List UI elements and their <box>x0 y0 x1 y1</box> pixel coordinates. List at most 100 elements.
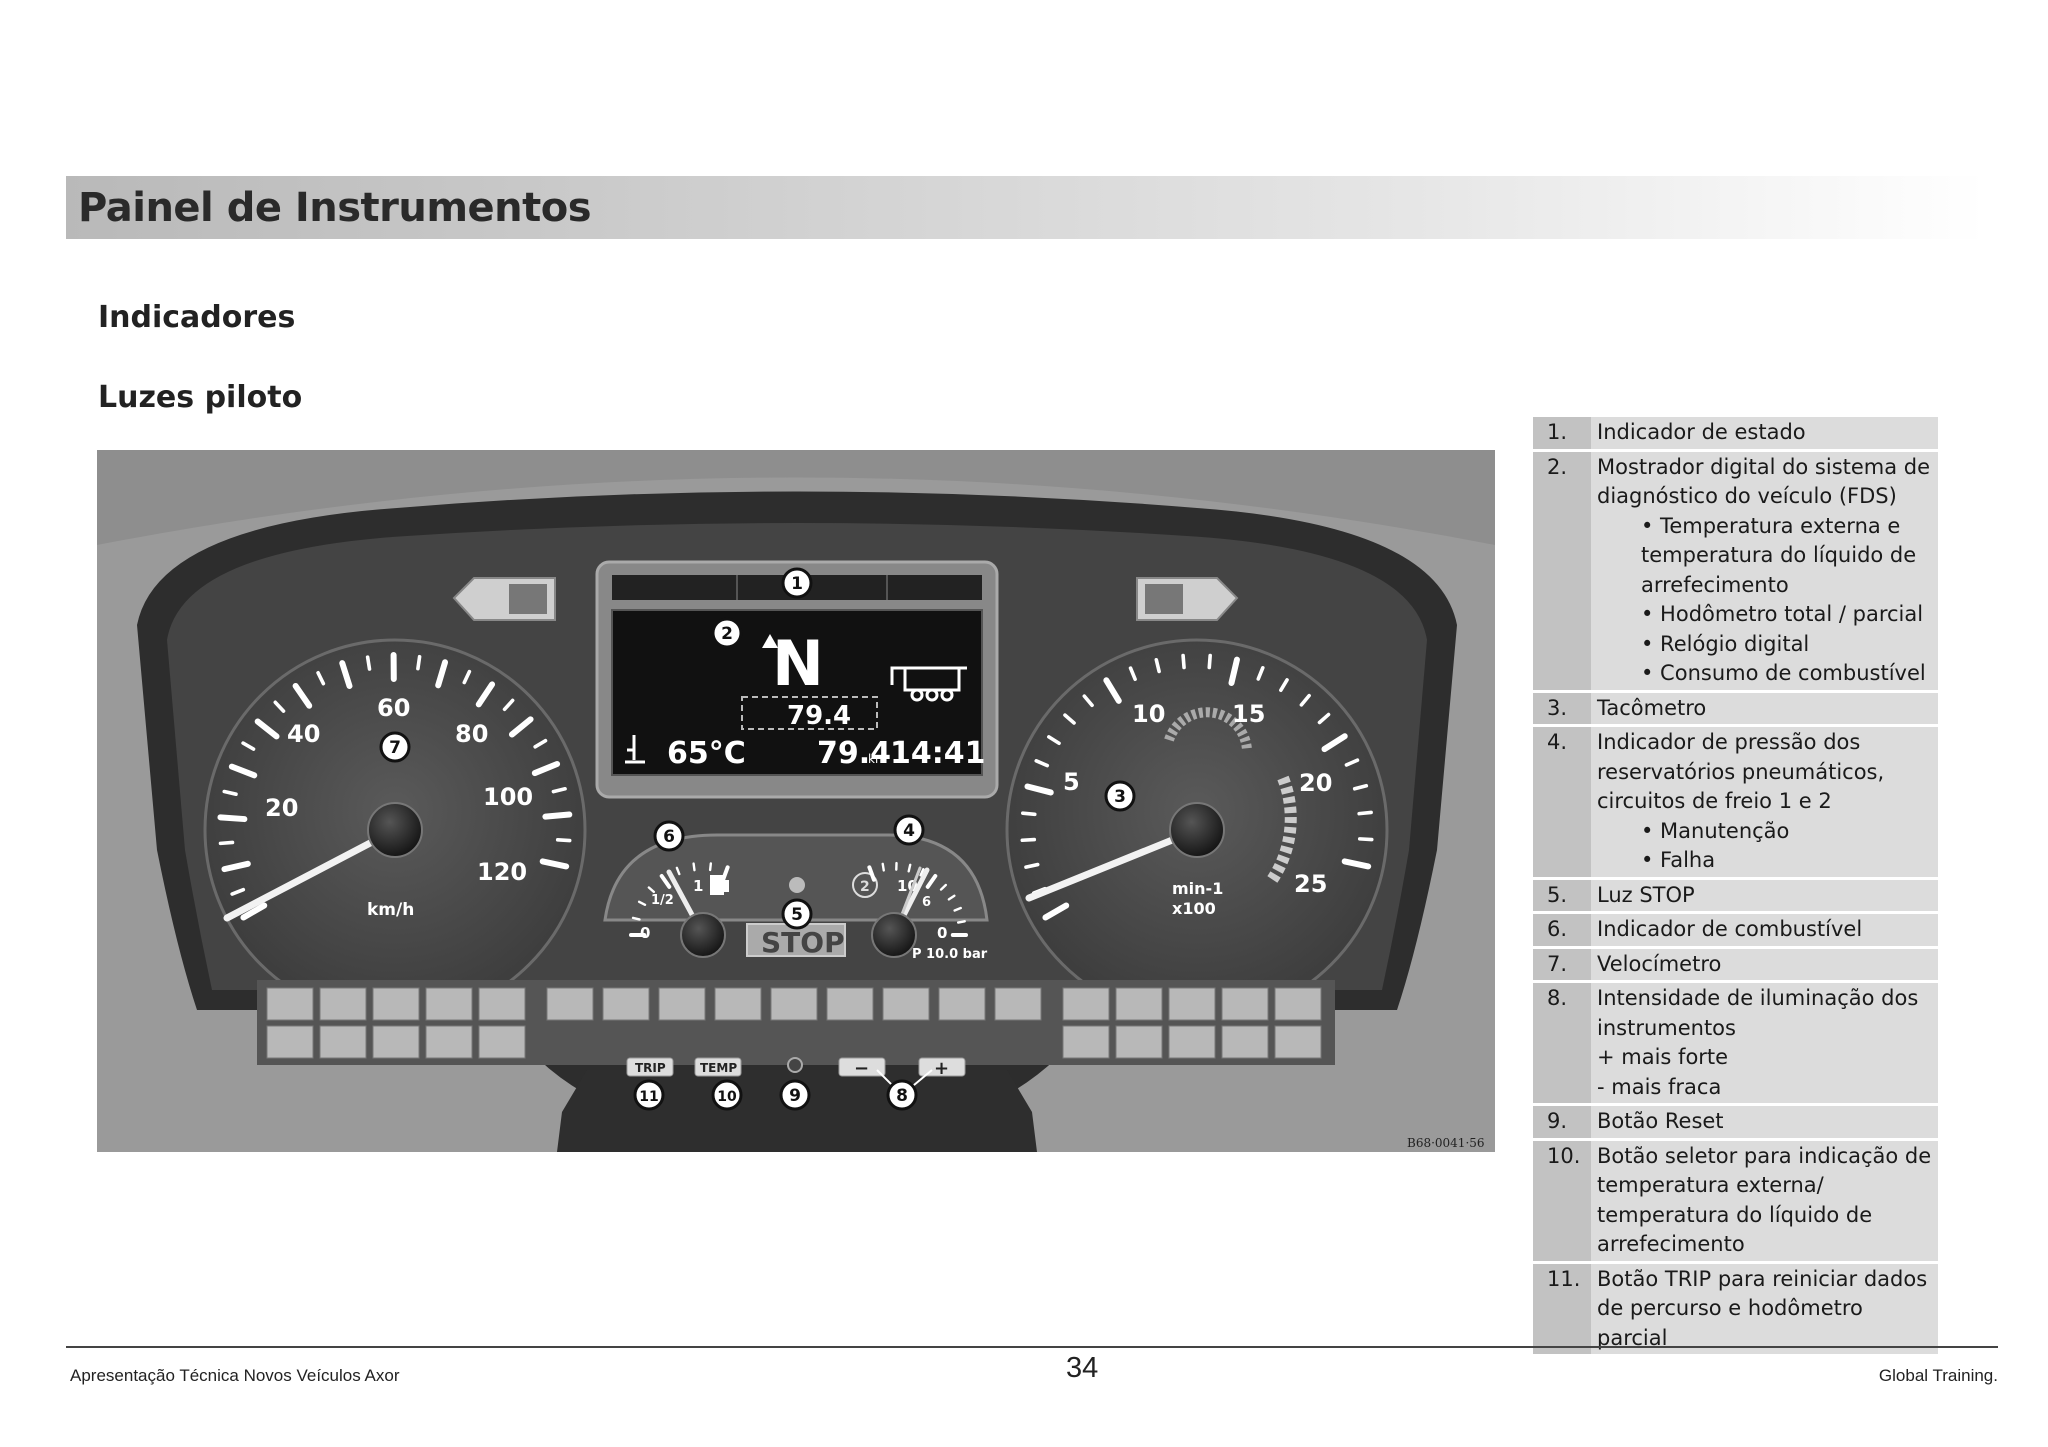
reset-button[interactable] <box>787 1057 803 1073</box>
tacho-label-10: 10 <box>1132 700 1165 728</box>
svg-text:+: + <box>934 1058 949 1079</box>
gauge-tick <box>919 868 925 877</box>
pressure-label-6: 6 <box>922 895 931 910</box>
display-coolant-temperature: 65°C <box>667 736 746 771</box>
warning-lamp <box>372 1025 420 1059</box>
gauge-tick <box>241 741 256 751</box>
temp-button[interactable]: TEMP <box>694 1057 742 1077</box>
gauge-tick <box>1228 656 1240 686</box>
section-heading-indicadores: Indicadores <box>98 300 296 335</box>
gauge-tick <box>1256 666 1265 681</box>
dimmer-minus-button[interactable]: − <box>838 1057 886 1079</box>
legend-text: Botão Reset <box>1591 1104 1938 1141</box>
fuel-label-0: 0 <box>640 924 650 942</box>
legend-line: Indicador de pressão dos reservatórios p… <box>1597 730 1885 813</box>
legend-text: Botão TRIP para reiniciar dados de percu… <box>1591 1262 1938 1357</box>
tacho-needle <box>1025 826 1201 902</box>
gauge-tick <box>947 894 956 901</box>
gauge-tick <box>1321 733 1348 753</box>
legend-number: 10. <box>1533 1139 1591 1264</box>
footer-brand: Global Training. <box>1878 1366 1998 1385</box>
display-odometer-trip: 79.4 <box>817 736 891 771</box>
gauge-tick <box>647 886 656 894</box>
gauge-tick <box>637 900 647 907</box>
legend-row: 8.Intensidade de iluminação dos instrume… <box>1533 981 1938 1106</box>
callout-11: 11 <box>633 1079 665 1111</box>
warning-lamp-indicator <box>789 877 805 893</box>
callout-2: 2 <box>711 617 743 649</box>
legend-number: 11. <box>1533 1262 1591 1357</box>
callout-9: 9 <box>779 1079 811 1111</box>
callout-number: 10 <box>717 1089 737 1105</box>
turn-signal-left-indicator <box>452 577 556 621</box>
callout-number: 5 <box>791 905 803 925</box>
legend-bullet-item: • Falha <box>1641 848 1716 872</box>
speedo-hub <box>367 802 423 858</box>
svg-text:TEMP: TEMP <box>700 1061 737 1075</box>
legend-row: 6.Indicador de combustível <box>1533 912 1938 949</box>
legend-row: 3.Tacômetro <box>1533 691 1938 727</box>
warning-lamp <box>266 987 314 1021</box>
warning-lamp <box>826 987 874 1021</box>
legend-number: 3. <box>1533 691 1591 727</box>
gauge-tick <box>1341 858 1372 870</box>
legend-text: Velocímetro <box>1591 947 1938 983</box>
warning-lamp <box>938 987 986 1021</box>
gauge-tick <box>675 866 681 876</box>
legend-number: 1. <box>1533 417 1591 452</box>
legend-row: 5.Luz STOP <box>1533 878 1938 914</box>
speedo-label-120: 120 <box>477 858 527 886</box>
gauge-tick <box>1317 712 1331 725</box>
speedo-unit: km/h <box>367 900 414 920</box>
callout-number: 3 <box>1114 787 1126 807</box>
gauge-tick <box>508 716 534 738</box>
gauge-tick <box>925 874 938 889</box>
callout-number: 7 <box>389 738 401 758</box>
warning-lamp <box>1062 987 1110 1021</box>
gauge-tick <box>1047 735 1061 746</box>
page-number: 34 <box>1066 1352 1099 1384</box>
gauge-tick <box>1042 902 1070 921</box>
gauge-tick <box>659 874 672 889</box>
warning-lamp <box>1062 1025 1110 1059</box>
warning-lamp <box>602 987 650 1021</box>
legend-text: Tacômetro <box>1591 691 1938 727</box>
gauge-tick <box>1357 837 1374 842</box>
legend-row: 4.Indicador de pressão dos reservatórios… <box>1533 725 1938 880</box>
gauge-tick <box>292 682 313 709</box>
warning-lamp <box>994 987 1042 1021</box>
gauge-tick <box>692 862 696 872</box>
legend-row: 10.Botão seletor para indicação de tempe… <box>1533 1139 1938 1264</box>
svg-text:TRIP: TRIP <box>635 1061 666 1075</box>
gauge-tick <box>475 681 496 708</box>
pressure-readout: P 10.0 bar <box>912 947 988 962</box>
stop-lamp-label: STOP <box>761 926 845 959</box>
gauge-tick <box>708 862 713 872</box>
display-clock: 14:41 <box>890 736 986 771</box>
warning-lamp <box>1221 1025 1269 1059</box>
coolant-temperature-icon <box>625 735 645 764</box>
legend-line: + mais forte <box>1597 1045 1729 1069</box>
speedo-label-40: 40 <box>287 720 320 748</box>
legend-line: Indicador de estado <box>1597 420 1806 444</box>
gauge-tick <box>273 700 286 713</box>
callout-number: 8 <box>896 1086 908 1106</box>
warning-lamp <box>319 987 367 1021</box>
callout-1: 1 <box>781 567 813 599</box>
speedo-needle <box>223 826 399 922</box>
legend-number: 2. <box>1533 450 1591 693</box>
legend-bullet-item: • Temperatura externa e temperatura do l… <box>1641 513 1917 597</box>
svg-text:2: 2 <box>860 879 870 895</box>
fuel-label-full: 1 <box>693 877 703 895</box>
gauge-tick <box>502 698 515 712</box>
warning-lamp <box>1115 987 1163 1021</box>
gauge-tick <box>542 811 573 820</box>
turn-signal-right-indicator <box>1136 577 1239 621</box>
callout-8: 8 <box>886 1079 918 1111</box>
gauge-tick <box>1299 693 1311 707</box>
gauge-tick <box>1063 713 1076 725</box>
legend-line: Botão TRIP para reiniciar dados de percu… <box>1597 1266 1928 1350</box>
trip-button[interactable]: TRIP <box>626 1057 674 1077</box>
